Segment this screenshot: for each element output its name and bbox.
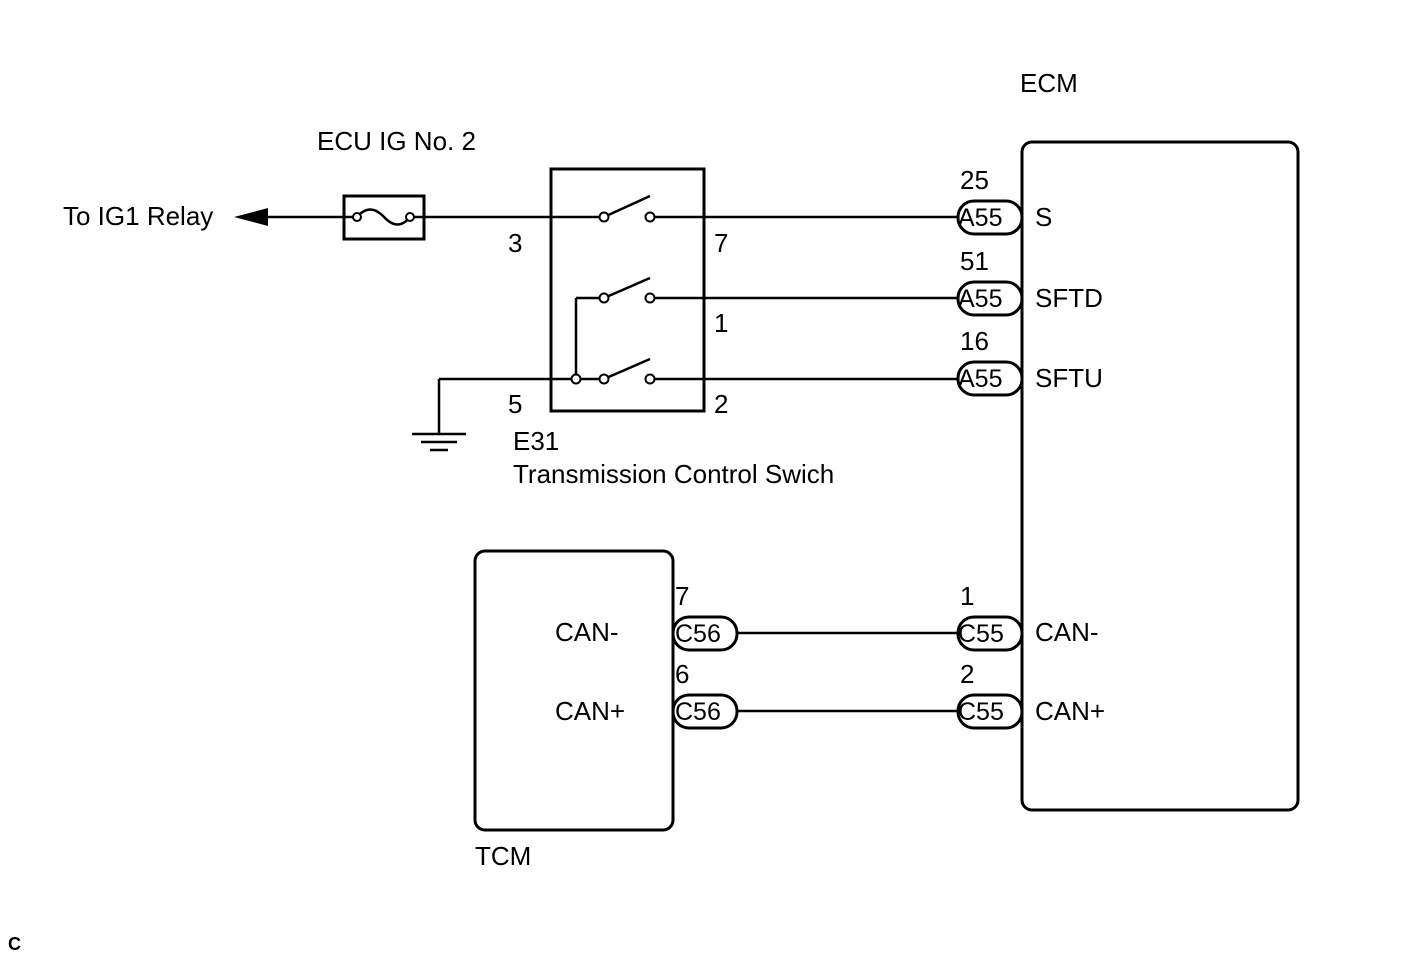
tcm-box (473, 549, 675, 832)
switch-name: Transmission Control Swich (513, 459, 834, 489)
switch-blade-sftd (603, 276, 651, 300)
tcm-pin-can-plus: CAN+ (555, 696, 625, 726)
relay-arrow-icon (234, 208, 268, 226)
svg-text:C55: C55 (958, 698, 1004, 726)
connector-c56-can-minus: C56 (671, 615, 739, 652)
switch-contact (644, 373, 656, 385)
fuse-terminal (405, 212, 415, 222)
ecm-title: ECM (1020, 68, 1078, 98)
connector-a55-sftd: A55 (956, 280, 1024, 317)
svg-text:A55: A55 (958, 365, 1002, 393)
connector-pin-16: 16 (960, 326, 989, 356)
switch-blade-sftu (603, 357, 651, 381)
switch-contact (598, 292, 610, 304)
corner-mark: C (8, 934, 21, 954)
connector-pin-1: 1 (960, 581, 974, 611)
switch-contact (644, 292, 656, 304)
ecm-pin-sftu: SFTU (1035, 363, 1103, 393)
switch-pin-5: 5 (508, 389, 522, 419)
connector-a55-sftu: A55 (956, 360, 1024, 397)
switch-contact (598, 211, 610, 223)
ecm-pin-can-plus: CAN+ (1035, 696, 1105, 726)
ground-icon (412, 432, 466, 452)
svg-text:C56: C56 (675, 620, 721, 648)
svg-text:A55: A55 (958, 204, 1002, 232)
ecm-box (1020, 140, 1300, 812)
ecm-pin-can-minus: CAN- (1035, 617, 1099, 647)
switch-pin-3: 3 (508, 228, 522, 258)
switch-contact (644, 211, 656, 223)
svg-text:C56: C56 (675, 698, 721, 726)
tcm-pin-can-minus: CAN- (555, 617, 619, 647)
connector-pin-2: 2 (960, 659, 974, 689)
connector-c56-can-plus: C56 (671, 693, 739, 730)
connector-pin-6: 6 (675, 659, 689, 689)
switch-code: E31 (513, 426, 559, 456)
ecm-pin-s: S (1035, 202, 1052, 232)
svg-text:A55: A55 (958, 285, 1002, 313)
switch-box (549, 167, 706, 413)
switch-contact (570, 373, 582, 385)
connector-c55-can-plus: C55 (956, 693, 1024, 730)
connector-pin-51: 51 (960, 246, 989, 276)
switch-pin-1: 1 (714, 308, 728, 338)
svg-text:C55: C55 (958, 620, 1004, 648)
connector-pin-7: 7 (675, 581, 689, 611)
tcm-title: TCM (475, 841, 531, 871)
switch-pin-2: 2 (714, 389, 728, 419)
switch-pin-7: 7 (714, 228, 728, 258)
relay-label: To IG1 Relay (63, 201, 213, 231)
connector-a55-s: A55 (956, 199, 1024, 236)
switch-blade-s (603, 194, 651, 219)
switch-contact (598, 373, 610, 385)
ecm-pin-sftd: SFTD (1035, 283, 1103, 313)
fuse-terminal (352, 212, 362, 222)
fuse-icon (356, 208, 411, 226)
fuse-label: ECU IG No. 2 (317, 126, 476, 156)
connector-pin-25: 25 (960, 165, 989, 195)
connector-c55-can-minus: C55 (956, 615, 1024, 652)
